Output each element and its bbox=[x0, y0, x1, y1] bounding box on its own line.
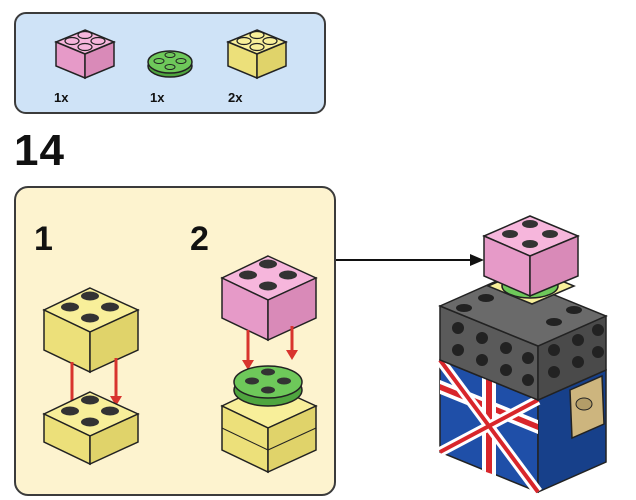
substep-2-illustration bbox=[220, 255, 318, 474]
pink-brick-2x2-icon bbox=[54, 29, 116, 80]
step-number: 14 bbox=[14, 126, 65, 175]
green-round-plate-2x2-icon bbox=[147, 50, 193, 78]
union-jack-flag bbox=[435, 357, 543, 495]
substep-1-number: 1 bbox=[34, 220, 53, 258]
green-plate-qty: 1x bbox=[150, 90, 165, 105]
assembled-model-illustration bbox=[435, 215, 608, 495]
yellow-brick-2x2-icon bbox=[226, 29, 288, 80]
pink-brick-qty: 1x bbox=[54, 90, 69, 105]
connector-arrow bbox=[336, 254, 484, 266]
substep-2-number: 2 bbox=[190, 220, 209, 258]
yellow-brick-qty: 2x bbox=[228, 90, 243, 105]
substep-1-illustration bbox=[42, 287, 140, 466]
